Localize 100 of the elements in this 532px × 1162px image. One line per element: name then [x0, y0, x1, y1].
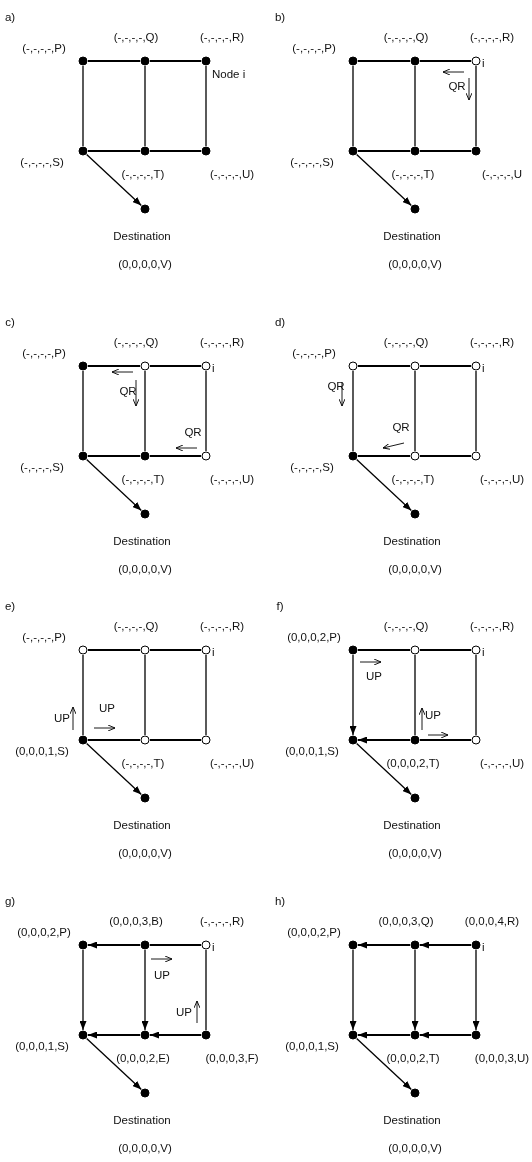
node-dot	[78, 56, 88, 66]
node-state-label: (0,0,0,0,V)	[388, 848, 442, 860]
node-dot	[471, 940, 481, 950]
node-dot	[410, 1088, 420, 1098]
node-dot	[410, 735, 420, 745]
node-state-label: (0,0,0,0,V)	[388, 1143, 442, 1155]
arrow	[357, 1031, 411, 1039]
node-dot	[348, 451, 358, 461]
node-state-label: (-,-,-,-,P)	[292, 43, 336, 55]
open-node-circle	[410, 361, 420, 371]
open-node-circle	[201, 940, 211, 950]
node-marker-label: i	[212, 363, 215, 375]
destination-label: Destination	[383, 1115, 441, 1127]
node-dot	[410, 940, 420, 950]
open-node-circle	[410, 451, 420, 461]
connector-line	[414, 65, 416, 147]
connector-line	[87, 150, 141, 152]
connector-line	[87, 60, 141, 62]
node-state-label: (-,-,-,-,R)	[469, 621, 515, 633]
arrow	[79, 949, 87, 1031]
connector-line	[205, 370, 207, 452]
connector-line	[475, 654, 477, 736]
panel-letter: c)	[5, 317, 15, 329]
node-state-label: (-,-,-,-,R)	[199, 621, 245, 633]
open-node-circle	[410, 645, 420, 655]
node-dot	[78, 940, 88, 950]
node-dot	[140, 1030, 150, 1040]
panel-letter: b)	[274, 12, 286, 24]
connector-line	[149, 739, 202, 741]
arrow-label: QR	[184, 427, 202, 439]
connector-line	[149, 365, 202, 367]
node-dot	[471, 146, 481, 156]
open-node-circle	[471, 451, 481, 461]
node-state-label: (-,-,-,-,Q)	[383, 621, 429, 633]
connector-line	[419, 649, 472, 651]
node-dot	[410, 204, 420, 214]
node-state-label: (-,-,-,-,R)	[469, 337, 515, 349]
connector-line	[414, 654, 416, 736]
node-state-label: (-,-,-,-,S)	[290, 157, 334, 169]
arrow	[411, 949, 419, 1031]
node-state-label: (-,-,-,-,Q)	[383, 32, 429, 44]
arrow	[419, 941, 472, 949]
arrow-label: QR	[392, 422, 410, 434]
connector-line	[205, 65, 207, 147]
connector-line	[357, 365, 411, 367]
node-state-label: (0,0,0,1,S)	[15, 746, 69, 758]
node-state-label: (-,-,-,-,P)	[22, 43, 66, 55]
panel-letter: h)	[274, 896, 286, 908]
node-state-label: (-,-,-,-,R)	[199, 916, 245, 928]
node-state-label: (-,-,-,-,Q)	[113, 337, 159, 349]
node-state-label: (-,-,-,-,U)	[209, 474, 255, 486]
node-dot	[78, 146, 88, 156]
node-state-label: (0,0,0,0,V)	[118, 1143, 172, 1155]
connector-line	[419, 365, 472, 367]
node-marker-label: i	[482, 942, 485, 954]
connector-line	[419, 455, 472, 457]
node-marker-label: Node i	[212, 69, 246, 81]
node-state-label: (-,-,-,-,R)	[469, 32, 515, 44]
node-state-label: (-,-,-,-,U	[481, 169, 523, 181]
open-node-circle	[201, 645, 211, 655]
node-state-label: (0,0,0,0,V)	[118, 848, 172, 860]
node-dot	[78, 361, 88, 371]
arrow	[349, 654, 357, 736]
connector-line	[82, 65, 84, 147]
node-dot	[348, 645, 358, 655]
connector-line	[475, 65, 477, 147]
node-state-label: (-,-,-,-,P)	[22, 632, 66, 644]
node-dot	[201, 1030, 211, 1040]
node-dot	[140, 146, 150, 156]
node-state-label: (-,-,-,-,U)	[479, 758, 525, 770]
node-dot	[140, 56, 150, 66]
arrow	[86, 1037, 142, 1091]
destination-label: Destination	[113, 536, 171, 548]
destination-label: Destination	[383, 231, 441, 243]
node-state-label: (0,0,0,4,R)	[464, 916, 520, 928]
connector-line	[149, 150, 202, 152]
connector-line	[87, 455, 141, 457]
node-dot	[78, 1030, 88, 1040]
node-dot	[348, 940, 358, 950]
arrow	[141, 949, 149, 1031]
connector-line	[205, 949, 207, 1031]
node-dot	[410, 793, 420, 803]
open-node-circle	[471, 56, 481, 66]
open-node-circle	[140, 735, 150, 745]
open-node-circle	[471, 645, 481, 655]
node-state-label: (-,-,-,-,R)	[199, 337, 245, 349]
connector-line	[149, 60, 202, 62]
arrow	[356, 742, 412, 796]
arrow-label: UP	[366, 671, 382, 683]
node-dot	[410, 509, 420, 519]
panel-letter: f)	[276, 601, 284, 613]
node-state-label: (-,-,-,-,T)	[391, 169, 435, 181]
arrow	[356, 153, 412, 207]
node-state-label: (0,0,0,2,T)	[386, 758, 440, 770]
node-dot	[348, 56, 358, 66]
connector-line	[475, 370, 477, 452]
arrow	[356, 458, 412, 512]
destination-label: Destination	[383, 536, 441, 548]
node-state-label: (-,-,-,-,P)	[292, 348, 336, 360]
connector-line	[144, 654, 146, 736]
